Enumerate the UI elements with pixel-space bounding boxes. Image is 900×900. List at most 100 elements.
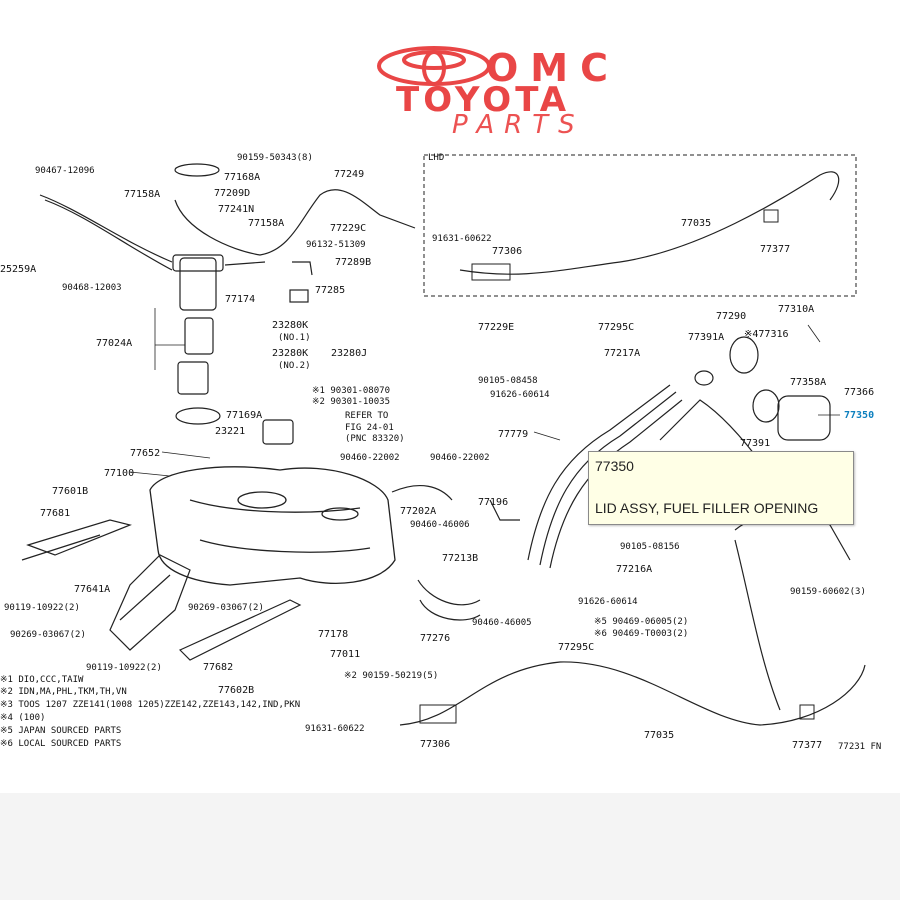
part-label: ※2 90301-10035 xyxy=(312,397,390,407)
note: ※6 LOCAL SOURCED PARTS xyxy=(0,739,121,749)
part-label: 77779 xyxy=(498,429,528,440)
part-label: 77652 xyxy=(130,448,160,459)
part-label: 77024A xyxy=(96,338,132,349)
part-label: 77601B xyxy=(52,486,88,497)
part-label: 77196 xyxy=(478,497,508,508)
part-label: 96132-51309 xyxy=(306,240,366,250)
part-label: 90269-03067(2) xyxy=(188,603,264,613)
omc-toyota-logo: OMC TOYOTA PARTS xyxy=(374,46,746,140)
fuel-pump-assembly xyxy=(39,163,416,445)
part-label: 77169A xyxy=(226,410,262,421)
part-label: 77377 xyxy=(760,244,790,255)
part-label: 77391 xyxy=(740,438,770,449)
logo-toyota: TOYOTA xyxy=(396,80,571,120)
part-label: 77310A xyxy=(778,304,814,315)
part-label: 90460-22002 xyxy=(430,453,490,463)
part-label: 90119-10922(2) xyxy=(86,663,162,673)
part-label: REFER TO xyxy=(345,411,388,421)
part-label: 90159-60602(3) xyxy=(790,587,866,597)
part-label: 77229C xyxy=(330,223,366,234)
part-label: ※6 90469-T0003(2) xyxy=(594,629,688,639)
fuel-tank xyxy=(149,466,396,586)
part-label: 90460-22002 xyxy=(340,453,400,463)
part-label: 77641A xyxy=(74,584,110,595)
part-label: 77174 xyxy=(225,294,255,305)
note: ※4 (100) xyxy=(0,713,45,723)
leader-lines xyxy=(129,308,840,477)
lhd-inset-box xyxy=(423,154,857,297)
note: ※3 TOOS 1207 ZZE141(1008 1205)ZZE142,ZZE… xyxy=(0,700,300,710)
part-label: 90460-46006 xyxy=(410,520,470,530)
part-label: 77682 xyxy=(203,662,233,673)
logo-omc: OMC xyxy=(486,46,621,90)
part-label: 77158A xyxy=(248,218,284,229)
note: ※2 IDN,MA,PHL,TKM,TH,VN xyxy=(0,687,127,697)
part-label: 77168A xyxy=(224,172,260,183)
part-label: 25259A xyxy=(0,264,36,275)
part-label: 77202A xyxy=(400,506,436,517)
part-label: 77178 xyxy=(318,629,348,640)
part-tooltip: 77350 LID ASSY, FUEL FILLER OPENING xyxy=(588,451,854,525)
part-label: 77216A xyxy=(616,564,652,575)
part-label: 77213B xyxy=(442,553,478,564)
part-label: 90159-50343(8) xyxy=(237,153,313,163)
part-label: 77391A xyxy=(688,332,724,343)
lhd-lever-body xyxy=(471,263,511,281)
part-label: 90105-08156 xyxy=(620,542,680,552)
logo-parts: PARTS xyxy=(452,110,585,140)
part-label: FIG 24-01 xyxy=(345,423,394,433)
part-label: 77035 xyxy=(644,730,674,741)
part-label: 77035 xyxy=(681,218,711,229)
part-label: 77285 xyxy=(315,285,345,296)
part-label: 23280J xyxy=(331,348,367,359)
bottom-band xyxy=(0,793,900,900)
part-label: 77241N xyxy=(218,204,254,215)
part-label: (NO.1) xyxy=(278,333,311,343)
part-label: 77158A xyxy=(124,189,160,200)
part-label: 90467-12096 xyxy=(35,166,95,176)
part-label: 91626-60614 xyxy=(578,597,638,607)
part-label: 77681 xyxy=(40,508,70,519)
part-label: 91626-60614 xyxy=(490,390,550,400)
part-label: 77602B xyxy=(218,685,254,696)
part-label: 77306 xyxy=(492,246,522,257)
part-label: 77295C xyxy=(598,322,634,333)
part-label: 77100 xyxy=(104,468,134,479)
part-label: 77011 xyxy=(330,649,360,660)
part-label: 77217A xyxy=(604,348,640,359)
toyota-emblem-icon xyxy=(377,46,491,86)
part-label: 77289B xyxy=(335,257,371,268)
filler-pipe xyxy=(391,336,851,711)
part-label: 77358A xyxy=(790,377,826,388)
part-label: 91631-60622 xyxy=(432,234,492,244)
part-label: 90460-46005 xyxy=(472,618,532,628)
part-label: 23280K xyxy=(272,320,308,331)
note: ※5 JAPAN SOURCED PARTS xyxy=(0,726,121,736)
part-label: (PNC 83320) xyxy=(345,434,405,444)
part-label: 23280K xyxy=(272,348,308,359)
inset-label: LHD xyxy=(428,153,444,163)
part-label: 77249 xyxy=(334,169,364,180)
part-label: ※1 90301-08070 xyxy=(312,386,390,396)
part-label: 90105-08458 xyxy=(478,376,538,386)
part-label: ※5 90469-06005(2) xyxy=(594,617,688,627)
lhd-opener-cable xyxy=(459,171,840,275)
part-label: 77366 xyxy=(844,387,874,398)
part-label: 90119-10922(2) xyxy=(4,603,80,613)
tooltip-part-description: LID ASSY, FUEL FILLER OPENING xyxy=(595,500,819,516)
cable-clamp-body xyxy=(799,704,815,720)
part-label: 91631-60622 xyxy=(305,724,365,734)
opener-lever-body xyxy=(419,704,457,724)
part-label: ※2 90159-50219(5) xyxy=(344,671,438,681)
highlighted-part-label[interactable]: 77350 xyxy=(844,410,874,421)
note: ※1 DIO,CCC,TAIW xyxy=(0,675,84,685)
tank-straps xyxy=(21,519,302,661)
part-label: 77377 xyxy=(792,740,822,751)
part-label: 77209D xyxy=(214,188,250,199)
part-label: 77276 xyxy=(420,633,450,644)
opener-cable xyxy=(399,661,866,726)
part-label: 77306 xyxy=(420,739,450,750)
part-label: 77229E xyxy=(478,322,514,333)
part-label: (NO.2) xyxy=(278,361,311,371)
